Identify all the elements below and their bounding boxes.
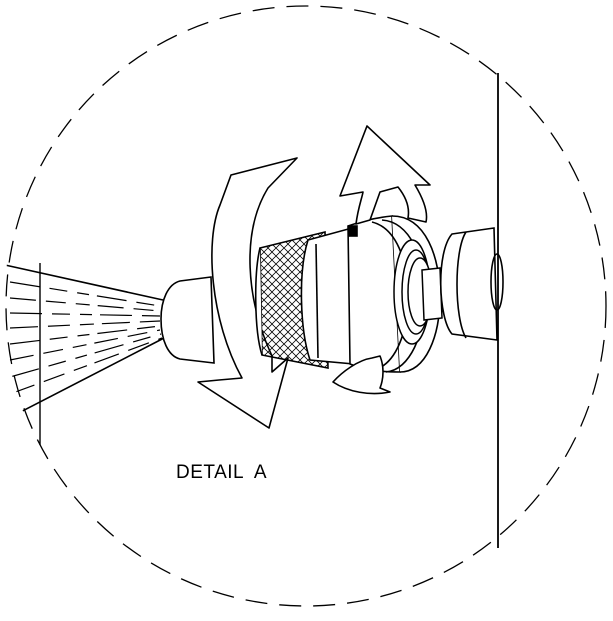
detail-caption: DETAIL A — [176, 462, 268, 483]
rotation-arrow-small — [332, 125, 431, 395]
rotation-arrow — [197, 157, 298, 429]
quick-connect-fitting — [393, 239, 443, 345]
spray-pattern — [4, 263, 167, 445]
detail-boundary-circle — [5, 5, 607, 607]
spray-nozzle — [160, 276, 215, 364]
wall-fitting — [439, 227, 504, 341]
